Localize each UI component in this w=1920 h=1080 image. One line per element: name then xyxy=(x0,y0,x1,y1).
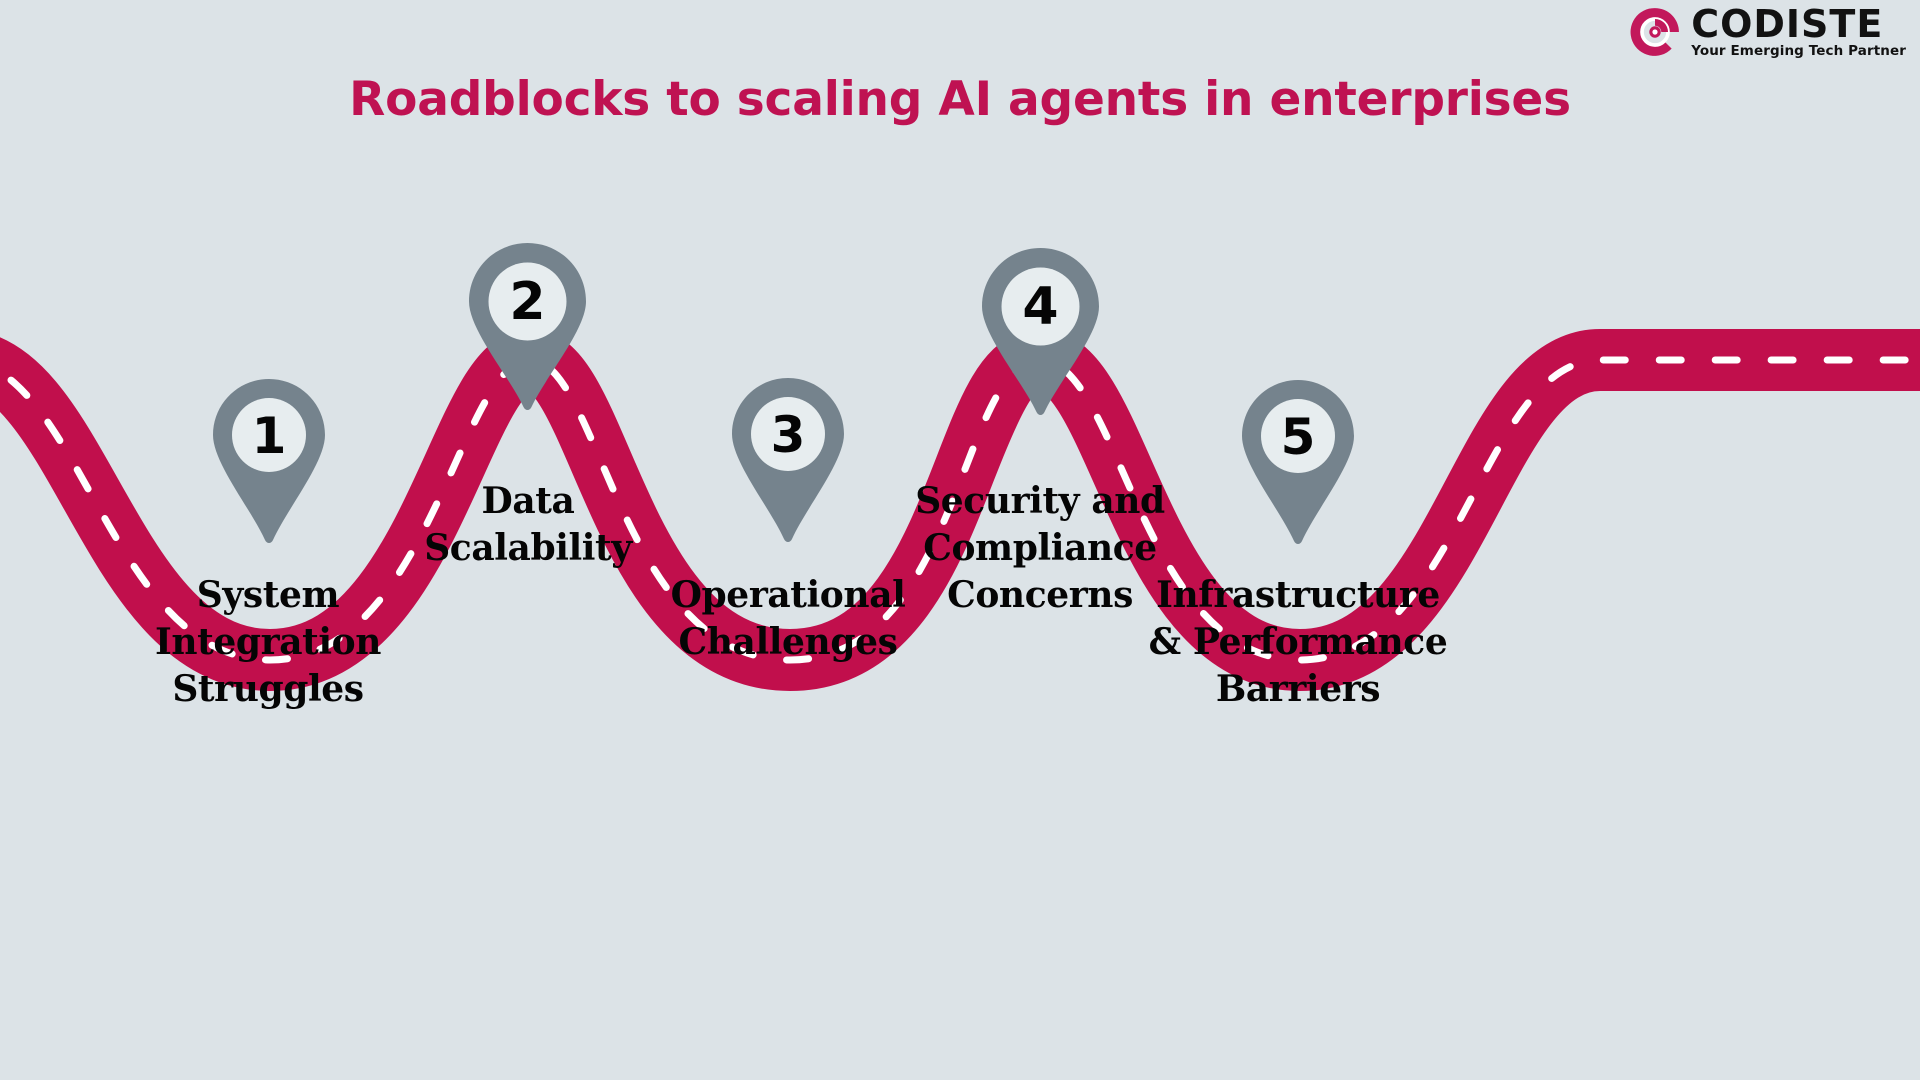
step-label-1-line2: Integration xyxy=(154,620,382,663)
step-label-5-line1: Infrastructure xyxy=(1156,574,1440,616)
step-label-1-line3: Struggles xyxy=(172,667,364,710)
pin-marker-1[interactable]: 1 xyxy=(213,379,325,544)
map-pin-icon xyxy=(732,378,844,542)
pin-number-4: 4 xyxy=(1022,277,1059,337)
pin-marker-4[interactable]: 4 xyxy=(982,248,1099,416)
brand-name: CODISTE xyxy=(1691,2,1884,46)
step-label-2-line1: Data xyxy=(481,480,575,522)
pin-marker-5[interactable]: 5 xyxy=(1242,380,1354,545)
step-label-3: Operational Challenges xyxy=(638,572,938,666)
step-label-4: Security and Compliance Concerns xyxy=(890,478,1190,618)
pin-marker-2[interactable]: 2 xyxy=(469,243,586,411)
brand-logo[interactable]: CODISTE Your Emerging Tech Partner xyxy=(1629,2,1906,60)
pin-number-5: 5 xyxy=(1280,408,1316,466)
step-label-4-line1: Security and xyxy=(915,480,1165,522)
map-pin-icon xyxy=(982,248,1099,415)
brand-logo-text: CODISTE Your Emerging Tech Partner xyxy=(1691,2,1906,60)
pin-number-3: 3 xyxy=(770,406,806,464)
pin-number-2: 2 xyxy=(509,272,546,332)
step-label-2-line2: Scalability xyxy=(424,526,632,569)
step-label-1: System Integration Struggles xyxy=(118,572,418,712)
step-label-4-line3: Concerns xyxy=(947,573,1133,616)
step-label-2: Data Scalability xyxy=(378,478,678,572)
step-label-5-line3: Barriers xyxy=(1215,667,1381,710)
brand-tagline: Your Emerging Tech Partner xyxy=(1691,43,1906,60)
page-title: Roadblocks to scaling AI agents in enter… xyxy=(349,72,1571,127)
step-label-3-line2: Challenges xyxy=(678,620,898,663)
step-label-3-line1: Operational xyxy=(670,574,906,616)
step-label-5: Infrastructure & Performance Barriers xyxy=(1143,572,1453,712)
map-pin-icon xyxy=(213,379,325,543)
pin-marker-3[interactable]: 3 xyxy=(732,378,844,543)
map-pin-icon xyxy=(1242,380,1354,544)
codiste-c-logo-icon xyxy=(1630,8,1680,57)
map-pin-icon xyxy=(469,243,586,410)
pin-number-1: 1 xyxy=(251,407,287,465)
step-label-1-line1: System xyxy=(196,574,340,616)
step-label-5-line2: & Performance xyxy=(1148,620,1448,663)
step-label-4-line2: Compliance xyxy=(923,526,1157,569)
